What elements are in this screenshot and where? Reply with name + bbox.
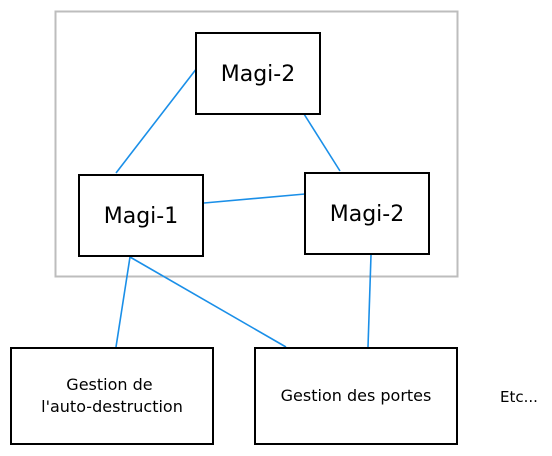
node-magi-top-box [195, 32, 321, 115]
edge-magi2-right-to-doors [367, 254, 372, 348]
node-magi-top-label: Magi-2 [221, 62, 295, 87]
node-auto-destruction-line-1: Gestion de [66, 375, 152, 394]
node-auto-destruction-box [10, 347, 214, 445]
node-magi-left-label: Magi-1 [104, 204, 178, 229]
node-auto-destruction-line-2: l'auto-destruction [41, 397, 183, 416]
edge-magi2-top-to-magi2-right [303, 113, 341, 172]
node-magi-right-label: Magi-2 [330, 202, 404, 227]
node-magi-right[interactable]: Magi-2 [304, 172, 430, 255]
magi-cluster-frame [54, 10, 459, 278]
node-auto-destruction[interactable]: Gestion de l'auto-destruction [10, 347, 214, 445]
edge-magi1-to-magi2-right [203, 193, 306, 204]
edges [115, 67, 372, 348]
node-doors-box [254, 347, 458, 445]
node-doors[interactable]: Gestion des portes [254, 347, 458, 445]
edge-magi2-top-to-magi1 [115, 67, 198, 174]
node-magi-left-box [78, 174, 204, 257]
edge-magi1-to-doors [129, 256, 287, 348]
node-magi-right-box [304, 172, 430, 255]
node-magi-left[interactable]: Magi-1 [78, 174, 204, 257]
edge-magi1-to-auto-destruction [115, 256, 131, 348]
node-auto-destruction-label: Gestion de l'auto-destruction [41, 375, 183, 416]
node-doors-label: Gestion des portes [281, 386, 432, 405]
etc-note: Etc... [500, 388, 538, 406]
node-magi-top[interactable]: Magi-2 [195, 32, 321, 115]
